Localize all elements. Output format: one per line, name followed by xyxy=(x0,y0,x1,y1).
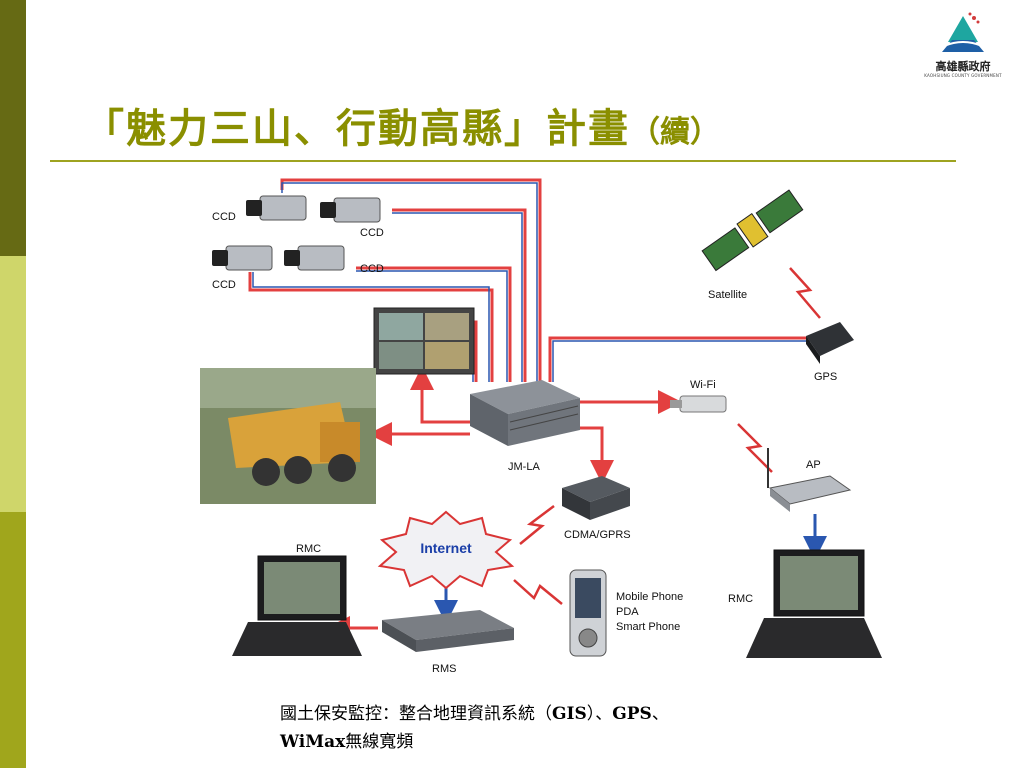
slide-caption: 國土保安監控：整合地理資訊系統（GIS）、GPS、 WiMax無線寬頻 xyxy=(280,700,920,756)
network-diagram: CCD CCD CCD CCD J xyxy=(170,172,890,676)
pda-label: PDA xyxy=(616,606,639,618)
mobile-phone-icon xyxy=(569,569,607,657)
ccd-label-3: CCD xyxy=(360,263,384,275)
slide-title: 「魅力三山、行動高縣」計畫（續） xyxy=(84,96,944,156)
logo-name: 高雄縣政府 xyxy=(935,60,991,73)
laptop-icon-left xyxy=(232,555,362,656)
caption-part4: 無線寬頻 xyxy=(345,732,414,752)
caption-gis: GIS xyxy=(552,704,587,724)
caption-part3: 、 xyxy=(651,704,669,724)
jm-la-label: JM-LA xyxy=(508,461,540,473)
arrow-to-monitor xyxy=(410,366,470,424)
internet-cloud-icon xyxy=(377,510,515,590)
line-gps xyxy=(548,336,810,382)
gps-label: GPS xyxy=(814,371,837,383)
caption-gps: GPS xyxy=(612,704,652,724)
satellite-label: Satellite xyxy=(708,289,747,301)
side-bar-bottom xyxy=(0,512,26,768)
lightning-satellite xyxy=(789,267,821,319)
line-ccd-4 xyxy=(248,272,494,382)
wireless-links xyxy=(513,267,821,605)
mobile-phone-label: Mobile Phone xyxy=(616,591,683,603)
rms-label: RMS xyxy=(432,663,456,675)
smart-phone-label: Smart Phone xyxy=(616,621,680,633)
lightning-mobile xyxy=(513,579,563,605)
gps-receiver-icon xyxy=(806,322,854,364)
mountain-logo-icon xyxy=(942,12,984,52)
caption-wimax: WiMax xyxy=(280,732,346,752)
satellite-icon xyxy=(701,189,804,272)
ccd-camera-icon xyxy=(246,195,307,221)
logo-subtitle: KAOHSIUNG COUNTY GOVERNMENT xyxy=(924,73,1002,78)
lightning-cdma xyxy=(519,505,555,545)
ccd-camera-icon xyxy=(320,197,381,223)
side-bar-top xyxy=(0,0,26,256)
lightning-wifi xyxy=(737,423,773,473)
wifi-adapter-icon xyxy=(670,395,727,413)
ccd-camera-icon xyxy=(284,245,345,271)
ccd-label-2: CCD xyxy=(360,227,384,239)
slide-title-main: 「魅力三山、行動高縣」計畫 xyxy=(84,105,630,152)
wifi-label: Wi-Fi xyxy=(690,379,716,391)
jm-la-device-icon xyxy=(470,380,580,446)
line-ccd-3 xyxy=(356,266,512,382)
kaohsiung-county-logo: 高雄縣政府 KAOHSIUNG COUNTY GOVERNMENT xyxy=(918,10,1008,80)
access-point-icon xyxy=(767,448,852,512)
caption-part1: 國土保安監控：整合地理資訊系統（ xyxy=(280,704,552,724)
internet-label: Internet xyxy=(420,540,472,556)
rmc-label-right: RMC xyxy=(728,593,753,605)
slide-title-sub: （續） xyxy=(630,115,720,150)
ccd-cameras xyxy=(212,195,381,271)
side-bar-middle xyxy=(0,256,26,512)
laptop-icon-right xyxy=(746,549,882,658)
caption-part2: ）、 xyxy=(586,704,613,724)
ccd-label-4: CCD xyxy=(212,279,236,291)
rms-server-icon xyxy=(382,610,514,652)
cdma-gprs-label: CDMA/GPRS xyxy=(564,529,631,541)
ccd-camera-icon xyxy=(212,245,273,271)
title-divider xyxy=(50,160,956,162)
rmc-label-left: RMC xyxy=(296,543,321,555)
cdma-gprs-modem-icon xyxy=(562,476,630,520)
network-diagram-svg: CCD CCD CCD CCD J xyxy=(200,178,882,675)
arrow-to-cdma xyxy=(580,426,614,484)
line-ccd-2 xyxy=(392,208,527,382)
ap-label: AP xyxy=(806,459,821,471)
monitor-display-icon xyxy=(373,307,475,375)
ccd-label-1: CCD xyxy=(212,211,236,223)
truck-photo xyxy=(200,368,376,504)
